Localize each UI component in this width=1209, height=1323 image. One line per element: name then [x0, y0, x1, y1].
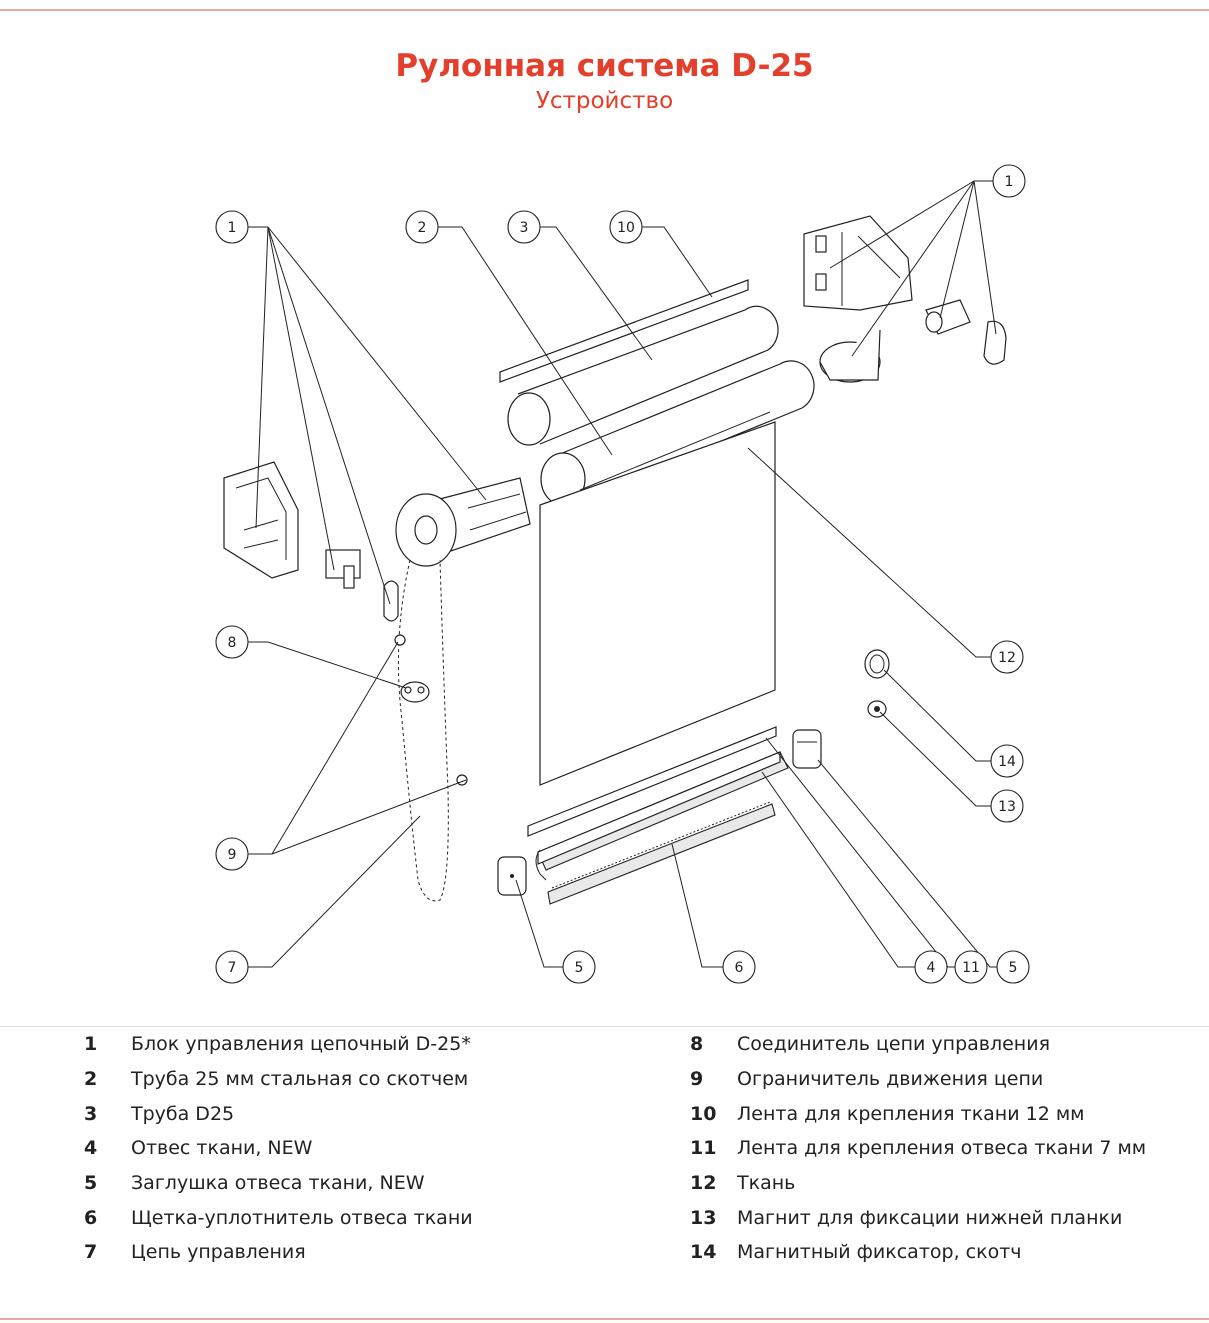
svg-text:12: 12 — [998, 650, 1016, 666]
legend-number: 4 — [84, 1137, 98, 1160]
svg-text:1: 1 — [1005, 174, 1014, 190]
part-end-cap-left — [497, 856, 527, 896]
legend-item: 7 Цепь управления — [84, 1235, 473, 1270]
callout-13: 13 — [990, 789, 1024, 823]
callout-6: 6 — [722, 950, 756, 984]
legend-text: Отвес ткани, NEW — [131, 1137, 313, 1160]
legend-left-column: 1 Блок управления цепочный D-25* 2 Труба 2… — [84, 1027, 473, 1270]
part-brush-seal — [547, 801, 776, 905]
legend-number: 6 — [84, 1206, 98, 1229]
svg-text:14: 14 — [998, 754, 1016, 770]
svg-text:10: 10 — [617, 220, 635, 236]
legend-number: 11 — [690, 1137, 717, 1160]
top-rule — [0, 9, 1209, 11]
svg-text:13: 13 — [998, 799, 1016, 815]
legend-text: Заглушка отвеса ткани, NEW — [131, 1172, 425, 1195]
legend-number: 9 — [690, 1068, 704, 1091]
svg-text:11: 11 — [962, 960, 980, 976]
legend-item: 1 Блок управления цепочный D-25* — [84, 1027, 473, 1062]
callout-7: 7 — [215, 950, 249, 984]
legend-text: Магнитный фиксатор, скотч — [737, 1241, 1022, 1264]
legend-text: Соединитель цепи управления — [737, 1033, 1051, 1056]
part-tube-d25 — [507, 305, 779, 446]
legend-item: 12 Ткань — [690, 1166, 1146, 1201]
leader-lines — [248, 180, 997, 968]
svg-text:4: 4 — [927, 960, 936, 976]
legend-text: Цепь управления — [131, 1241, 306, 1264]
legend-text: Щетка-уплотнитель отвеса ткани — [131, 1206, 473, 1229]
part-chain — [397, 559, 449, 902]
part-chain-stopper-top — [394, 634, 406, 646]
svg-text:9: 9 — [228, 847, 237, 863]
part-magnet-fixer — [864, 649, 890, 679]
part-clutch-drum — [395, 477, 531, 567]
legend-item: 3 Труба D25 — [84, 1096, 473, 1131]
callout-12: 12 — [990, 640, 1024, 674]
legend-right-column: 8 Соединитель цепи управления 9 Ограничите… — [690, 1027, 1146, 1270]
callout-4: 4 — [914, 950, 948, 984]
legend-text: Лента для крепления ткани 12 мм — [737, 1102, 1085, 1125]
exploded-diagram: 1 2 3 10 1 8 12 14 13 9 7 5 — [215, 164, 1030, 984]
legend-item: 6 Щетка-уплотнитель отвеса ткани — [84, 1200, 473, 1235]
svg-text:6: 6 — [735, 960, 744, 976]
svg-text:5: 5 — [1009, 960, 1018, 976]
callout-10: 10 — [609, 210, 643, 244]
legend-item: 4 Отвес ткани, NEW — [84, 1131, 473, 1166]
legend-text: Ограничитель движения цепи — [737, 1068, 1044, 1091]
part-chain-connector — [400, 681, 430, 703]
callout-5-left: 5 — [562, 950, 596, 984]
legend-item: 11 Лента для крепления отвеса ткани 7 мм — [690, 1131, 1146, 1166]
part-bottom-rail — [535, 751, 789, 881]
callout-11: 11 — [954, 950, 988, 984]
legend-number: 14 — [690, 1241, 717, 1264]
legend-number: 13 — [690, 1206, 717, 1229]
callout-3: 3 — [507, 210, 541, 244]
legend-item: 9 Ограничитель движения цепи — [690, 1062, 1146, 1097]
svg-text:7: 7 — [228, 960, 237, 976]
legend-number: 3 — [84, 1102, 98, 1125]
callout-9: 9 — [215, 837, 249, 871]
callout-8: 8 — [215, 625, 249, 659]
legend-item: 8 Соединитель цепи управления — [690, 1027, 1146, 1062]
part-fabric — [539, 421, 776, 786]
svg-text:5: 5 — [575, 960, 584, 976]
callout-1-left: 1 — [215, 210, 249, 244]
part-steel-tube — [540, 360, 815, 506]
legend-item: 13 Магнит для фиксации нижней планки — [690, 1200, 1146, 1235]
callout-5-right: 5 — [996, 950, 1030, 984]
callout-1-right: 1 — [992, 164, 1026, 198]
part-bottom-tape — [527, 726, 777, 837]
callout-14: 14 — [990, 744, 1024, 778]
legend-item: 5 Заглушка отвеса ткани, NEW — [84, 1166, 473, 1201]
legend-text: Труба 25 мм стальная со скотчем — [131, 1068, 469, 1091]
legend-text: Труба D25 — [131, 1102, 235, 1125]
legend-item: 14 Магнитный фиксатор, скотч — [690, 1235, 1146, 1270]
page-subtitle: Устройство — [535, 88, 674, 114]
legend-number: 12 — [690, 1172, 717, 1195]
part-control-block-left — [223, 461, 399, 622]
legend-divider — [0, 1026, 1209, 1027]
legend-number: 5 — [84, 1172, 98, 1195]
page-title: Рулонная система D-25 — [395, 48, 814, 84]
part-bracket-right — [803, 215, 1007, 383]
svg-text:8: 8 — [228, 635, 237, 651]
legend-text: Блок управления цепочный D-25* — [131, 1033, 471, 1056]
svg-text:1: 1 — [228, 220, 237, 236]
svg-text:3: 3 — [520, 220, 529, 236]
legend-text: Ткань — [737, 1172, 796, 1195]
legend-number: 8 — [690, 1033, 704, 1056]
legend-text: Магнит для фиксации нижней планки — [737, 1206, 1123, 1229]
part-end-cap-right — [792, 729, 822, 769]
legend-item: 2 Труба 25 мм стальная со скотчем — [84, 1062, 473, 1097]
svg-text:2: 2 — [418, 220, 427, 236]
callout-2: 2 — [405, 210, 439, 244]
legend-number: 7 — [84, 1241, 98, 1264]
part-fabric-tape — [499, 279, 749, 383]
legend-number: 2 — [84, 1068, 98, 1091]
legend-item: 10 Лента для крепления ткани 12 мм — [690, 1096, 1146, 1131]
bottom-rule — [0, 1318, 1209, 1320]
legend-text: Лента для крепления отвеса ткани 7 мм — [737, 1137, 1147, 1160]
legend-number: 10 — [690, 1102, 717, 1125]
legend-number: 1 — [84, 1033, 98, 1056]
